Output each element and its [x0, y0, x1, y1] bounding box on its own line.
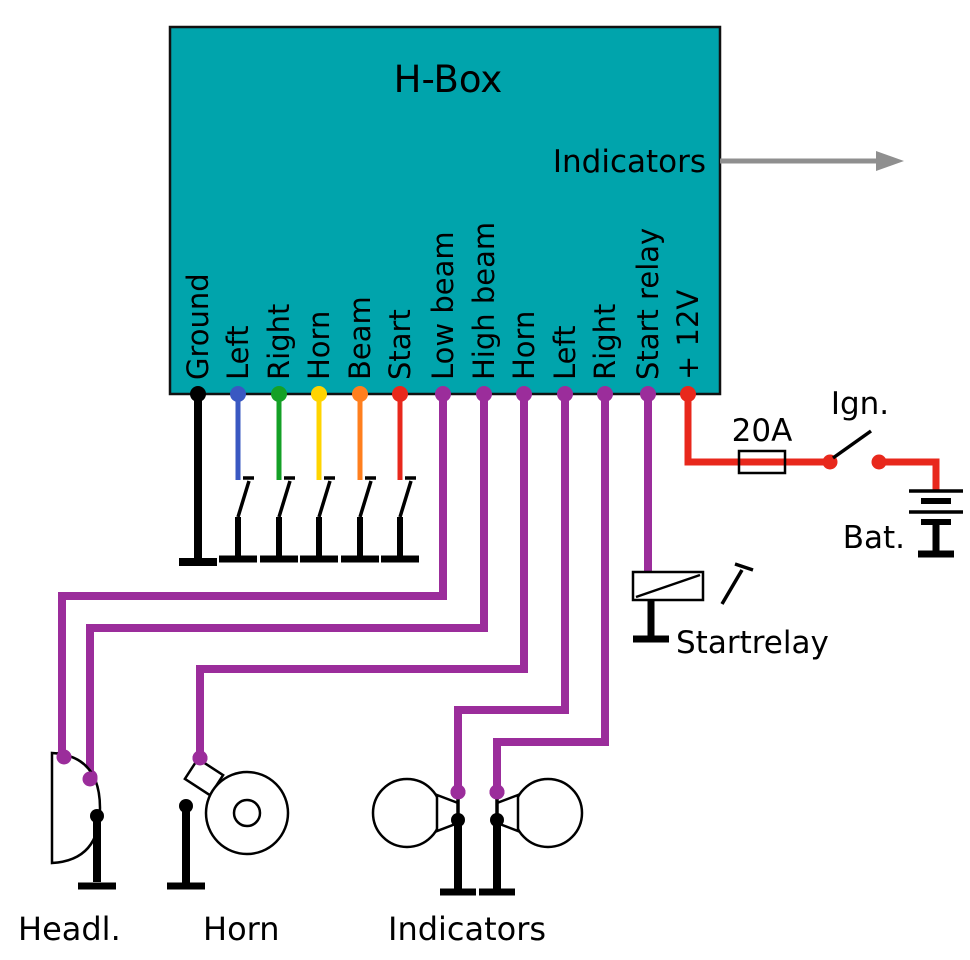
pin-left-switch: Left — [219, 325, 257, 563]
indicators-label: Indicators — [388, 910, 546, 948]
fuse-label: 20A — [732, 413, 793, 449]
low-beam-wire — [58, 394, 447, 756]
low-beam-terminal — [56, 749, 72, 765]
switch-lever — [358, 480, 373, 518]
switch-lever — [317, 480, 332, 518]
pin-label-right-out: Right — [588, 304, 622, 380]
switch-lever — [236, 480, 251, 518]
horn-icon-center — [232, 798, 262, 828]
h-box-body — [168, 25, 722, 396]
indicators-arrow-icon — [720, 151, 904, 171]
pin-label-left-out: Left — [548, 325, 582, 380]
pin-start-switch: Start — [381, 309, 419, 563]
pin-right-switch: Right — [260, 304, 298, 563]
fuse-component: 20A — [732, 413, 793, 475]
pin-start-relay: Start relay — [631, 228, 665, 572]
right-out-wire — [493, 394, 609, 791]
relay-switch-lever — [720, 569, 744, 605]
pin-ground: Ground — [179, 273, 217, 566]
ignition-lever — [831, 429, 873, 460]
pin-label-start-relay: Start relay — [631, 228, 665, 380]
pin-label-12v: + 12V — [671, 290, 705, 380]
relay-switch-contact — [734, 562, 754, 572]
horn-feed-terminal — [192, 750, 208, 766]
ignition-label: Ign. — [831, 386, 889, 422]
pin-label-horn-out: Horn — [507, 311, 541, 380]
pin-beam-switch: Beam — [341, 296, 379, 563]
indicators-component: Indicators — [371, 777, 584, 948]
pin-label-low-beam: Low beam — [426, 231, 460, 380]
pin-horn-switch: Horn — [300, 311, 338, 563]
battery-feed-wire — [879, 458, 940, 490]
pin-label-right: Right — [262, 304, 296, 380]
indicators-output-label: Indicators — [553, 144, 706, 180]
left-out-wire — [454, 394, 569, 791]
fuse-icon — [737, 449, 787, 475]
relay-diagonal — [635, 573, 701, 599]
start-relay-label: Startrelay — [676, 625, 829, 661]
left-indicator-icon — [371, 777, 443, 849]
ignition-switch: Ign. — [822, 386, 940, 490]
pin-high-beam: High beam — [82, 222, 501, 785]
horn-component: Horn — [167, 750, 290, 948]
switch-lever — [277, 480, 292, 518]
high-beam-wire — [86, 394, 488, 776]
left-indicator-terminal — [450, 784, 466, 800]
pin-left-out: Left — [450, 325, 582, 800]
pin-horn-out: Horn — [192, 311, 541, 766]
h-box-title: H-Box — [394, 58, 503, 101]
battery-component: Bat. — [843, 489, 963, 558]
pin-label-high-beam: High beam — [467, 222, 501, 380]
right-indicator-terminal — [489, 784, 505, 800]
right-indicator-icon — [512, 777, 584, 849]
pin-12v: + 12V — [671, 290, 828, 466]
pin-label-left: Left — [221, 325, 255, 380]
pin-label-ground: Ground — [181, 273, 215, 380]
horn-label: Horn — [203, 910, 280, 948]
switch-lever — [398, 480, 413, 518]
high-beam-terminal — [82, 771, 98, 787]
pin-label-start: Start — [383, 309, 417, 380]
arrow-head — [876, 151, 904, 171]
supply-wire — [684, 394, 828, 466]
headlight-label: Headl. — [18, 910, 121, 948]
start-relay-component: Startrelay — [631, 562, 829, 661]
pin-label-beam: Beam — [343, 296, 377, 380]
pin-label-horn: Horn — [302, 311, 336, 380]
headlight-component: Headl. — [18, 749, 121, 948]
battery-label: Bat. — [843, 520, 905, 556]
h-box: H-Box Indicators — [168, 25, 722, 396]
horn-out-wire — [196, 394, 528, 756]
